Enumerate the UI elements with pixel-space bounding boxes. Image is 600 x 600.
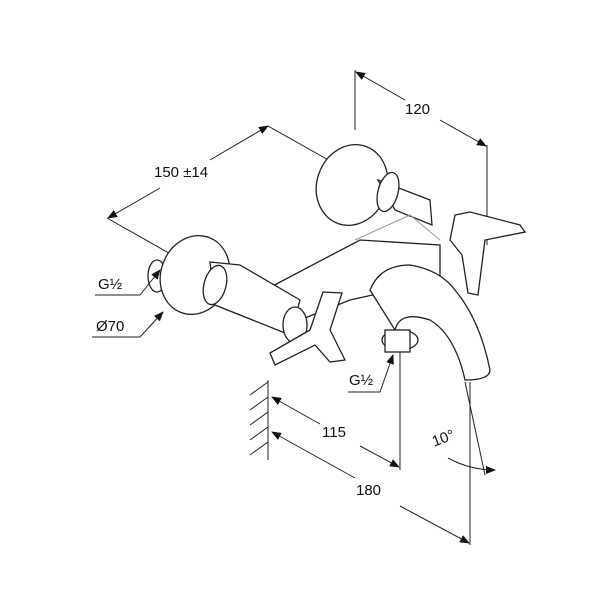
dimension-depth-label: 120 bbox=[405, 101, 431, 118]
front-valve bbox=[147, 235, 346, 366]
spout bbox=[369, 264, 491, 381]
dimension-center-distance-label: 150 ±14 bbox=[154, 164, 209, 181]
rear-valve bbox=[315, 144, 527, 296]
wall-hatching bbox=[249, 380, 269, 460]
rosette-diameter-label: Ø70 bbox=[96, 318, 125, 335]
dimension-115-180-lines bbox=[271, 352, 471, 545]
spout-projection-label: 180 bbox=[356, 482, 382, 499]
inlet-thread-label: G½ bbox=[98, 276, 123, 293]
leader-lines bbox=[92, 269, 394, 393]
angle-10-lines bbox=[447, 381, 496, 476]
outlet-projection-label: 115 bbox=[322, 424, 346, 441]
outlet-thread-label: G½ bbox=[349, 372, 374, 389]
